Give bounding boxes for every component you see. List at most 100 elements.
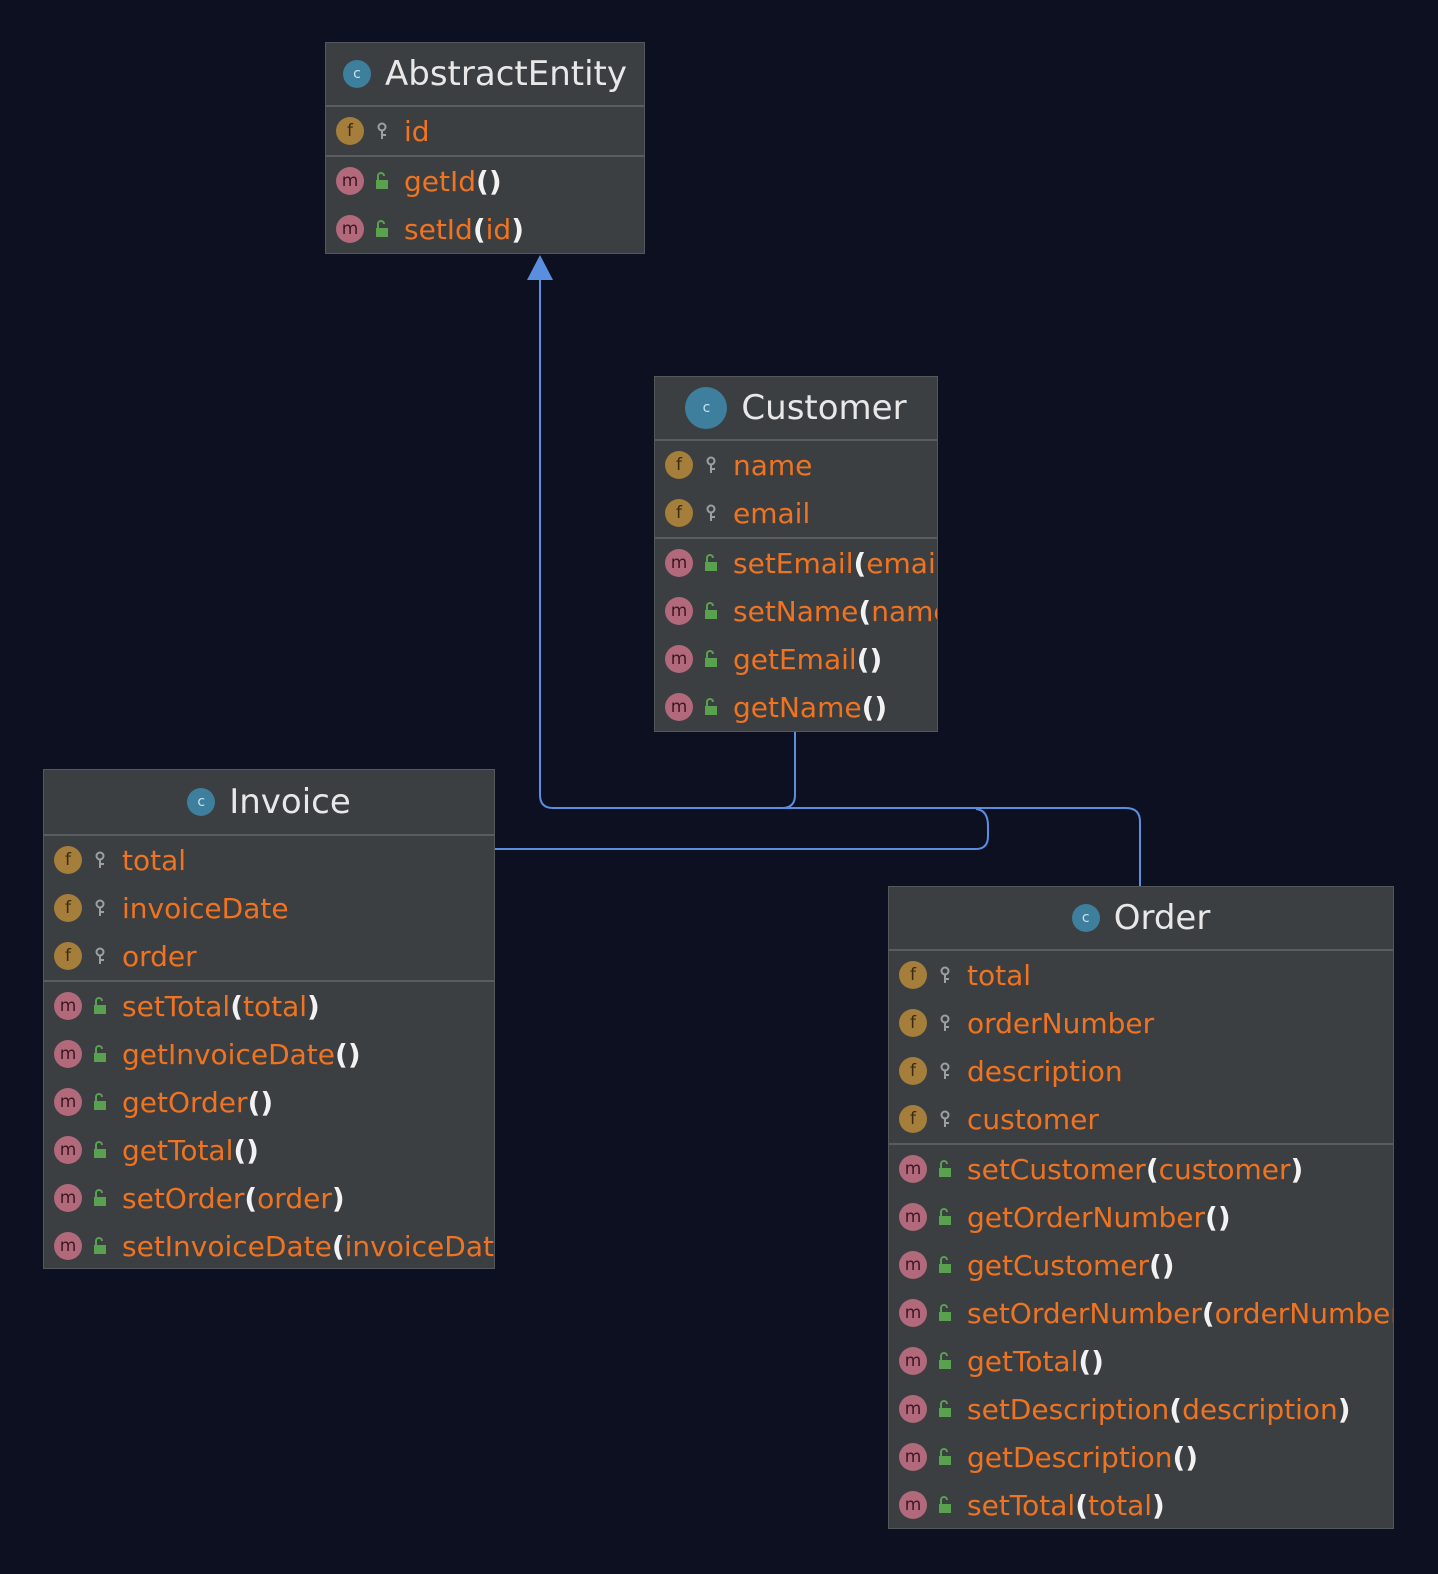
public-lock-icon (935, 1159, 955, 1179)
method-name: setTotal (122, 989, 231, 1023)
method-param: id (485, 212, 512, 246)
private-key-icon (935, 1109, 955, 1129)
method-name: setOrder (122, 1181, 245, 1215)
class-name: Invoice (229, 782, 351, 822)
method-icon: m (54, 1232, 82, 1260)
method-name: getCustomer (967, 1248, 1149, 1282)
class-customer[interactable]: cCustomerfnamefemailmsetEmail(email)mset… (654, 376, 938, 732)
method-param: order (257, 1181, 332, 1215)
inheritance-arrowhead (527, 255, 553, 280)
open-paren: ( (1172, 1440, 1186, 1474)
field-name: total (122, 843, 187, 877)
close-paren: ) (869, 642, 883, 676)
method-name: getEmail (733, 642, 857, 676)
private-key-icon (701, 455, 721, 475)
field-row[interactable]: f orderNumber (889, 999, 1393, 1047)
method-name: setInvoiceDate (122, 1229, 332, 1263)
field-icon: f (54, 942, 82, 970)
private-key-icon (935, 965, 955, 985)
method-param: email (866, 546, 938, 580)
field-name: orderNumber (967, 1006, 1155, 1040)
open-paren: ( (1078, 1344, 1092, 1378)
method-param: total (242, 989, 308, 1023)
method-param: invoiceDate (344, 1229, 495, 1263)
field-icon: f (54, 846, 82, 874)
class-icon: c (187, 788, 216, 816)
field-name: total (967, 958, 1032, 992)
close-paren: ) (347, 1037, 361, 1071)
public-lock-icon (935, 1255, 955, 1275)
open-paren: ( (230, 989, 243, 1023)
edge-order-to-abstractentity (553, 807, 1141, 887)
open-paren: ( (853, 546, 867, 580)
private-key-icon (701, 503, 721, 523)
method-name: getTotal (967, 1344, 1079, 1378)
method-icon: m (899, 1251, 927, 1279)
field-name: name (733, 448, 813, 482)
class-icon: c (685, 387, 728, 429)
method-icon: m (54, 1040, 82, 1068)
public-lock-icon (90, 1092, 110, 1112)
open-paren: ( (1169, 1392, 1183, 1426)
class-name: AbstractEntity (385, 54, 627, 94)
open-paren: ( (247, 1085, 261, 1119)
open-paren: ( (861, 690, 875, 724)
method-icon: m (899, 1491, 927, 1519)
close-paren: ) (1161, 1248, 1175, 1282)
public-lock-icon (372, 219, 392, 239)
method-icon: m (54, 1088, 82, 1116)
open-paren: ( (233, 1133, 247, 1167)
close-paren: ) (1290, 1152, 1304, 1186)
method-name: getName (733, 690, 862, 724)
field-row[interactable]: f total (44, 836, 494, 884)
private-key-icon (935, 1061, 955, 1081)
method-icon: m (899, 1203, 927, 1231)
close-paren: ) (260, 1085, 274, 1119)
open-paren: ( (476, 164, 489, 198)
open-paren: ( (1201, 1296, 1215, 1330)
public-lock-icon (90, 1188, 110, 1208)
field-icon: f (899, 1009, 927, 1037)
method-param: total (1087, 1488, 1153, 1522)
method-icon: m (899, 1395, 927, 1423)
method-icon: m (336, 167, 364, 195)
method-name: setId (404, 212, 473, 246)
close-paren: ) (246, 1133, 259, 1167)
